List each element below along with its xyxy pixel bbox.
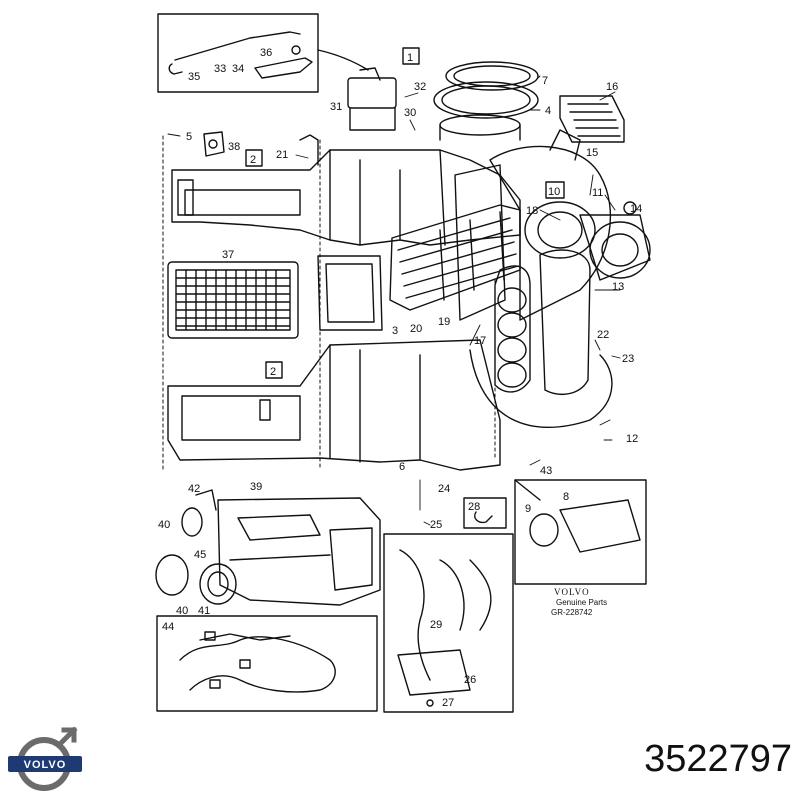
callout-17: 17 [474, 335, 486, 347]
callout-23: 23 [622, 353, 634, 365]
callout-14: 14 [630, 203, 642, 215]
callout-box-1 [402, 47, 420, 65]
callout-7: 7 [542, 75, 548, 87]
caption-line1: Genuine Parts [556, 598, 607, 607]
inset-box-28 [463, 497, 507, 529]
caption-line2: GR-228742 [551, 608, 593, 617]
inset-box-lever [157, 13, 319, 93]
flap-8 [559, 499, 641, 553]
motor-9 [529, 513, 559, 547]
seal-ring-7 [445, 61, 539, 91]
upper-housing [171, 134, 521, 246]
callout-13: 13 [612, 281, 624, 293]
callout-43: 43 [540, 465, 552, 477]
callout-15: 15 [586, 147, 598, 159]
heater-core-37 [167, 261, 299, 339]
callout-2b: 2 [270, 366, 276, 378]
evaporator-core [389, 164, 521, 321]
callout-25: 25 [430, 519, 442, 531]
callout-19: 19 [438, 316, 450, 328]
callout-37: 37 [222, 249, 234, 261]
part-number: 3522797 [644, 738, 792, 780]
inset-box-harness [383, 533, 514, 713]
callout-12: 12 [626, 433, 638, 445]
callout-34: 34 [232, 63, 244, 75]
callout-38: 38 [228, 141, 240, 153]
caption: VOLVO Genuine Parts GR-228742 [551, 587, 607, 617]
callout-44: 44 [162, 621, 174, 633]
callout-26: 26 [464, 674, 476, 686]
callout-22: 22 [597, 329, 609, 341]
callout-30: 30 [404, 107, 416, 119]
callout-42: 42 [188, 483, 200, 495]
callout-box-2a [245, 149, 263, 167]
connector-block-26 [397, 649, 471, 696]
callout-29: 29 [430, 619, 442, 631]
callout-40a: 40 [158, 519, 170, 531]
callout-27: 27 [442, 697, 454, 709]
motor-40 [155, 554, 189, 596]
callout-8: 8 [563, 491, 569, 503]
callout-box-10 [545, 181, 565, 199]
callout-16: 16 [606, 81, 618, 93]
seal-ring-4 [433, 81, 539, 119]
callout-39: 39 [250, 481, 262, 493]
callout-36: 36 [260, 47, 272, 59]
callout-32: 32 [414, 81, 426, 93]
callout-45: 45 [194, 549, 206, 561]
callout-21: 21 [276, 149, 288, 161]
actuator-motor [347, 77, 397, 109]
gasket-38 [203, 131, 225, 157]
inset-box-wiring-44 [156, 615, 378, 712]
callout-1: 1 [407, 52, 413, 64]
callout-3: 3 [392, 325, 398, 337]
callout-20: 20 [410, 323, 422, 335]
callout-35: 35 [188, 71, 200, 83]
callout-18: 18 [526, 205, 538, 217]
volvo-logo: VOLVO [8, 726, 82, 791]
callout-box-2b [265, 361, 283, 379]
cabin-filter-16 [559, 95, 625, 143]
callout-4: 4 [545, 105, 551, 117]
motor-41 [199, 563, 237, 605]
callout-40b: 40 [176, 605, 188, 617]
lower-blower-assembly [155, 489, 381, 606]
caption-brand: VOLVO [554, 587, 590, 597]
callout-11: 11 [592, 187, 603, 199]
flap-door-3 [317, 255, 383, 331]
inset-box-flap [514, 479, 647, 585]
blower-assembly [489, 129, 651, 321]
callout-2a: 2 [250, 154, 256, 166]
callout-labels: 1 2 2 3 4 5 6 7 8 9 10 11 12 13 14 15 16… [158, 47, 642, 709]
callout-41: 41 [198, 605, 210, 617]
logo-text: VOLVO [24, 759, 67, 771]
callout-9: 9 [525, 503, 531, 515]
callout-28: 28 [468, 501, 480, 513]
callout-33: 33 [214, 63, 226, 75]
callout-6: 6 [399, 461, 405, 473]
fan-wheel-17 [494, 265, 531, 393]
callout-10: 10 [548, 186, 560, 198]
callout-24: 24 [438, 483, 450, 495]
callout-5: 5 [186, 131, 192, 143]
volute-housing-22 [539, 249, 591, 396]
callout-31: 31 [330, 101, 342, 113]
linkage-rod [317, 49, 369, 71]
lever-rod [168, 31, 313, 79]
lower-housing [167, 339, 501, 471]
